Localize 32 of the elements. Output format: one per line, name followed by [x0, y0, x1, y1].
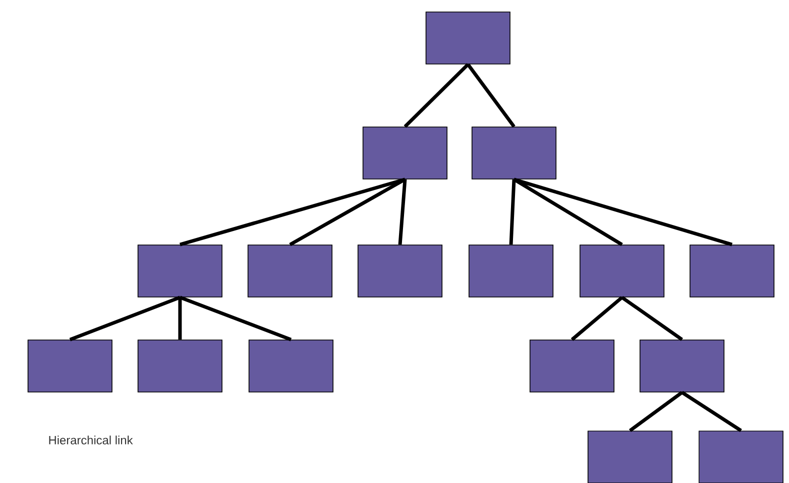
connector-line — [178, 297, 182, 340]
tree-box — [138, 340, 222, 392]
connector-line — [514, 178, 732, 246]
connector-line — [466, 63, 516, 128]
connector-line — [69, 296, 181, 342]
tree-box — [530, 340, 614, 392]
tree-box — [472, 126, 556, 180]
tree-box — [426, 12, 510, 64]
tree-box — [588, 430, 672, 483]
connector-line — [398, 179, 407, 245]
connector-line — [681, 390, 742, 432]
connector-line — [289, 178, 406, 246]
tree-box — [640, 340, 724, 392]
connector-line — [180, 178, 406, 246]
connector-line — [404, 63, 470, 128]
caption-text: Hierarchical link — [49, 436, 133, 444]
tree-box — [248, 244, 332, 298]
tree-box — [690, 244, 774, 298]
tree-box — [468, 244, 554, 298]
connector-line — [509, 179, 516, 245]
tree-box — [28, 340, 112, 392]
tree-box — [362, 126, 448, 180]
tree-box — [248, 340, 334, 392]
tree-box — [698, 430, 784, 483]
connector-line — [570, 296, 624, 341]
tree-box — [138, 244, 222, 298]
tree-box — [580, 244, 664, 298]
connector-line — [628, 391, 684, 432]
connector-line — [621, 296, 684, 342]
connector-line — [179, 296, 292, 342]
connector-line — [513, 178, 623, 246]
tree-box — [358, 244, 442, 298]
